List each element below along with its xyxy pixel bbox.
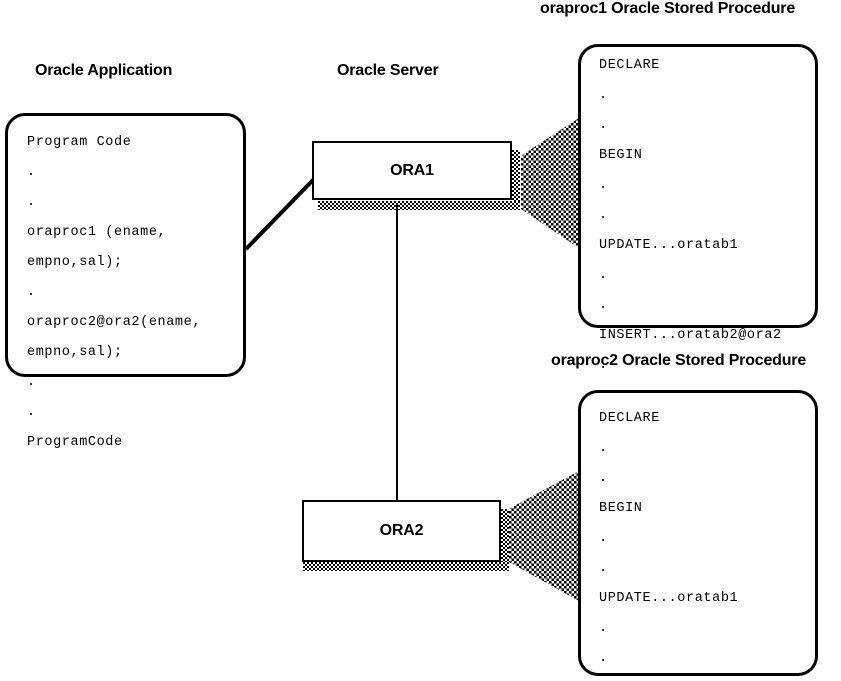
server-label-ora2: ORA2 xyxy=(379,522,424,539)
heading-oraproc2-stored-procedure: oraproc2 Oracle Stored Procedure xyxy=(551,352,807,369)
oracle-application-code: Program Code . . oraproc1 (ename, empno,… xyxy=(27,135,202,450)
connector-application-to-ora1 xyxy=(244,177,316,251)
server-box-ora1[interactable]: ORA1 xyxy=(312,141,512,200)
wedge-connector-ora1-to-oraproc1 xyxy=(521,118,579,248)
ora1-shadow-bottom-icon xyxy=(318,201,520,210)
ora1-shadow-right-icon xyxy=(512,150,520,208)
oraproc1-code: DECLARE . . BEGIN . . UPDATE...oratab1 .… xyxy=(599,58,782,433)
oraproc2-code: DECLARE . . BEGIN . . UPDATE...oratab1 .… xyxy=(599,411,739,666)
ora2-shadow-right-icon xyxy=(501,509,509,567)
heading-oracle-server: Oracle Server xyxy=(337,62,439,79)
server-box-ora2[interactable]: ORA2 xyxy=(302,500,501,562)
wedge-connector-ora2-to-oraproc2 xyxy=(509,471,579,601)
connector-ora1-to-ora2 xyxy=(396,205,398,501)
heading-oraproc1-stored-procedure: oraproc1 Oracle Stored Procedure xyxy=(540,0,796,17)
server-label-ora1: ORA1 xyxy=(390,161,434,179)
oracle-application-panel xyxy=(5,113,246,377)
heading-oracle-application: Oracle Application xyxy=(35,62,173,79)
ora2-shadow-bottom-icon xyxy=(303,562,509,571)
oraproc1-panel xyxy=(578,44,818,328)
oraproc2-panel xyxy=(578,390,818,676)
